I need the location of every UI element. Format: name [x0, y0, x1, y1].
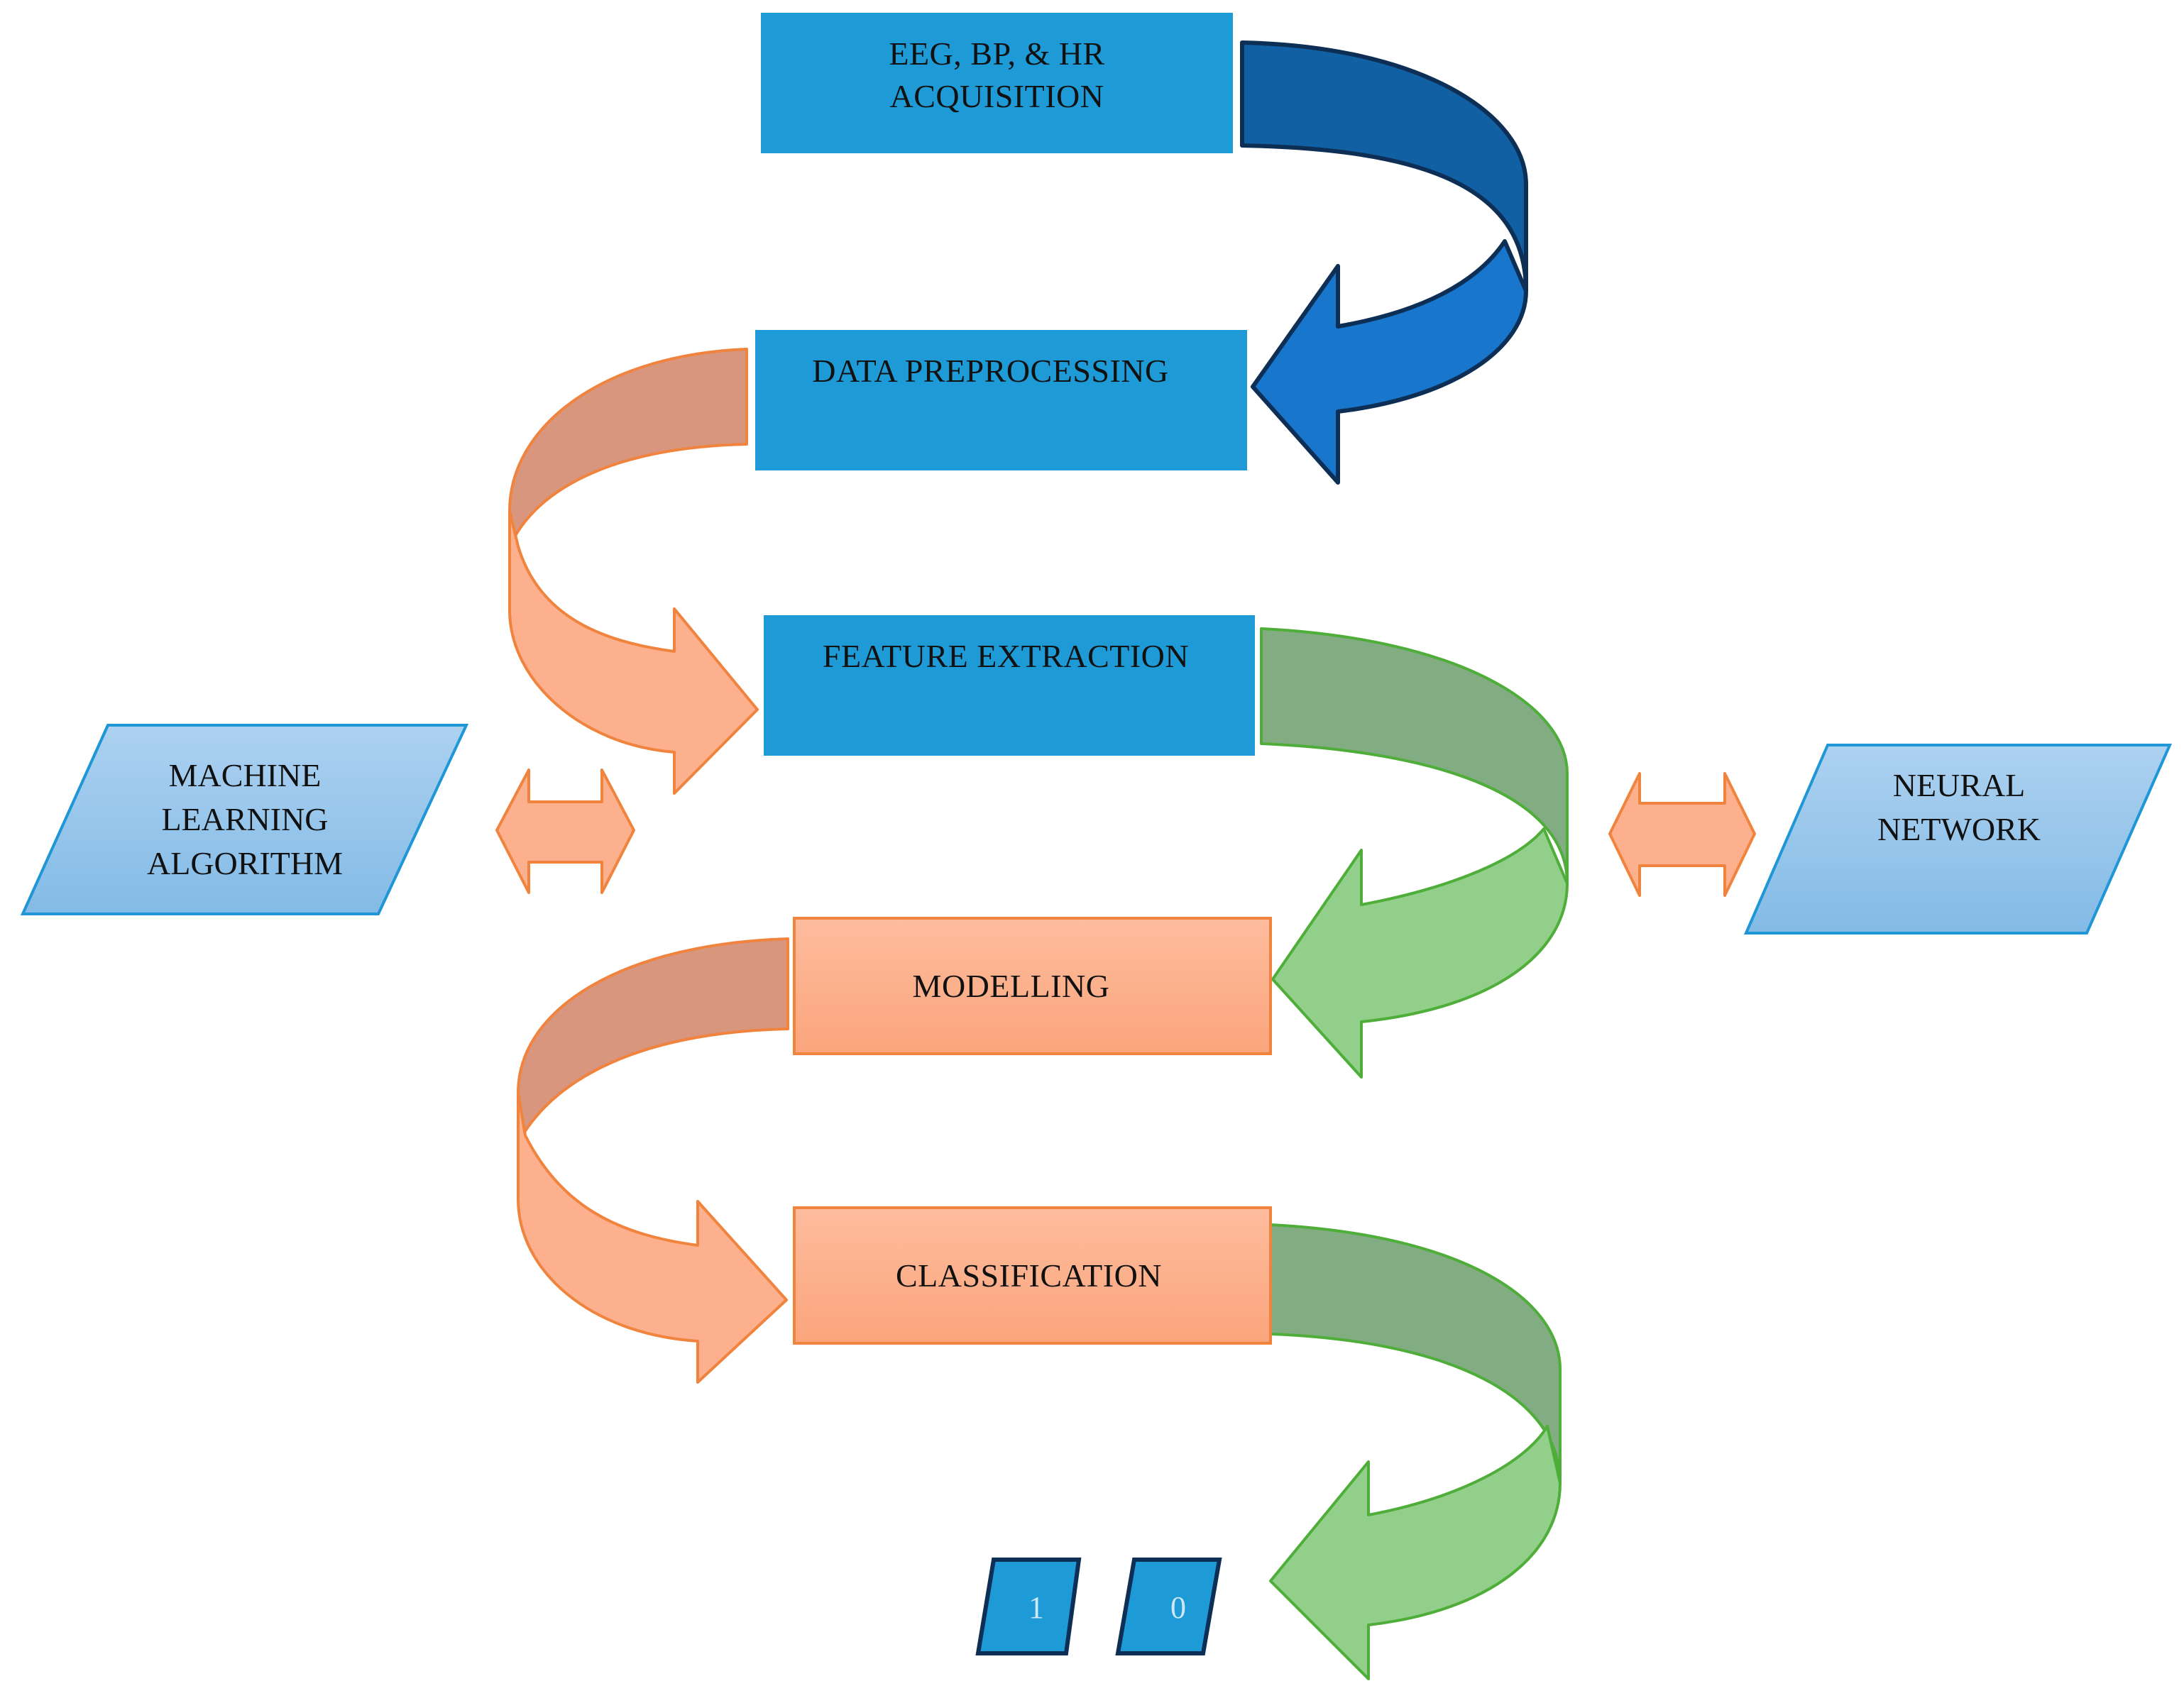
flow-arrow-acquisition-to-preprocessing — [1240, 40, 1528, 485]
step-data-preprocessing: DATA PREPROCESSING — [755, 330, 1247, 470]
output-label-1: 1 — [1028, 1589, 1044, 1625]
output-box-0 — [1115, 1558, 1222, 1655]
flow-arrow-classification-to-output — [1269, 1223, 1562, 1680]
neural-network-label: NEURAL NETWORK — [1877, 767, 2041, 847]
output-label-0: 0 — [1170, 1589, 1186, 1625]
flow-arrow-feature-extraction-to-modelling — [1260, 627, 1569, 1079]
step-modelling: MODELLING — [793, 917, 1272, 1055]
output-box-1 — [975, 1558, 1082, 1655]
flow-arrow-modelling-to-classification — [517, 937, 789, 1384]
parallelogram-neural-network — [1743, 744, 2173, 935]
parallelogram-machine-learning — [20, 724, 469, 915]
double-arrow-nn-feature-extraction — [1608, 772, 1756, 897]
step-classification: CLASSIFICATION — [793, 1206, 1272, 1345]
machine-learning-label: MACHINE LEARNING ALGORITHM — [147, 757, 343, 881]
double-arrow-ml-feature-extraction — [495, 768, 635, 894]
flow-arrow-preprocessing-to-feature-extraction — [508, 348, 759, 795]
step-acquisition: EEG, BP, & HR ACQUISITION — [761, 13, 1233, 153]
step-feature-extraction: FEATURE EXTRACTION — [764, 615, 1255, 756]
